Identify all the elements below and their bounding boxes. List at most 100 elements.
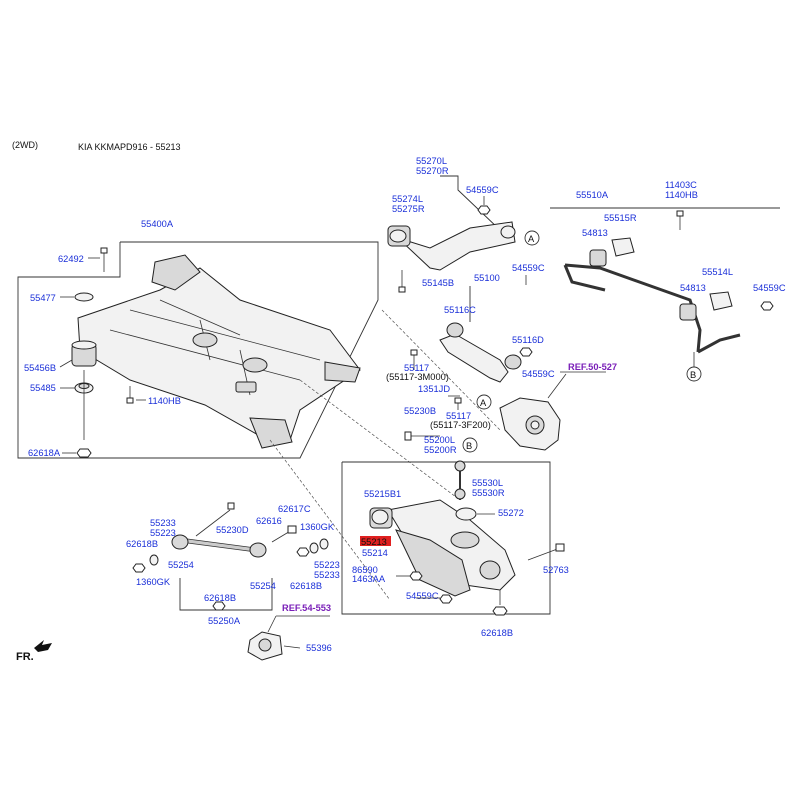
- lower-control-arm-55213[interactable]: [387, 499, 516, 597]
- label-54813-b[interactable]: 54813: [680, 283, 706, 293]
- label-55117-3M000[interactable]: (55117-3M000): [386, 372, 449, 382]
- label-55477[interactable]: 55477: [30, 293, 56, 303]
- label-55250A[interactable]: 55250A: [208, 616, 241, 626]
- trailing-arm-55270[interactable]: [387, 221, 516, 271]
- bushing-55396[interactable]: [247, 631, 301, 661]
- assist-arm-55250A[interactable]: [171, 534, 267, 558]
- label-1351JD[interactable]: 1351JD: [418, 384, 450, 394]
- label-55515R[interactable]: 55515R: [604, 213, 637, 223]
- label-11403C[interactable]: 11403C: [665, 180, 697, 190]
- nut-62618B-arm[interactable]: [492, 606, 508, 616]
- stabilizer-bushing-upper[interactable]: [589, 237, 635, 267]
- label-54559C-arm[interactable]: 54559C: [406, 591, 439, 601]
- nut-54559C[interactable]: [477, 205, 491, 215]
- label-55200L[interactable]: 55200L: [424, 435, 455, 445]
- label-54813-a[interactable]: 54813: [582, 228, 608, 238]
- label-62618B-arm[interactable]: 62618B: [481, 628, 513, 638]
- label-1360GK-left[interactable]: 1360GK: [136, 577, 171, 587]
- bolt-52763[interactable]: [527, 543, 565, 561]
- label-55117-b[interactable]: 55117: [446, 411, 471, 421]
- label-55116C[interactable]: 55116C: [444, 305, 476, 315]
- stabilizer-link-55530[interactable]: [454, 460, 466, 500]
- label-55233[interactable]: 55233: [150, 518, 176, 528]
- label-55223-right[interactable]: 55223: [314, 560, 340, 570]
- nut-86590[interactable]: [409, 571, 423, 581]
- label-54559C-lower[interactable]: 54559C: [522, 369, 555, 379]
- label-1140HB[interactable]: 1140HB: [148, 396, 181, 406]
- nut-62618B-right[interactable]: [296, 547, 310, 557]
- label-62617C[interactable]: 62617C: [278, 504, 311, 514]
- nut-62618B-mid[interactable]: [212, 601, 226, 611]
- label-54559C-upper[interactable]: 54559C: [512, 263, 545, 273]
- washer-1360GK[interactable]: [309, 542, 319, 554]
- label-62616[interactable]: 62616: [256, 516, 282, 526]
- washer-55223-right[interactable]: [319, 538, 329, 550]
- label-55117[interactable]: 55117: [404, 363, 429, 373]
- bolt-1140HB[interactable]: [126, 386, 134, 404]
- label-55270R[interactable]: 55270R: [416, 166, 449, 176]
- stabilizer-bar-55510A[interactable]: [563, 263, 741, 354]
- label-62618B-right[interactable]: 62618B: [290, 581, 322, 591]
- label-55213[interactable]: 55213: [361, 537, 387, 547]
- label-55223[interactable]: 55223: [150, 528, 176, 538]
- bolt-62617C[interactable]: [271, 525, 297, 543]
- nut-54559C-arm[interactable]: [439, 594, 453, 604]
- label-62618B-left[interactable]: 62618B: [126, 539, 158, 549]
- subframe-crossmember[interactable]: [77, 254, 361, 449]
- bolt-55117[interactable]: [410, 349, 418, 370]
- bushing-55215B1[interactable]: [369, 507, 393, 529]
- bolt-55117-3F200[interactable]: [454, 397, 462, 410]
- label-52763[interactable]: 52763: [543, 565, 569, 575]
- label-62492[interactable]: 62492: [58, 254, 84, 264]
- bolt-55230D[interactable]: [195, 502, 235, 537]
- label-54559C-top[interactable]: 54559C: [466, 185, 499, 195]
- label-55530L[interactable]: 55530L: [472, 478, 503, 488]
- label-55274L[interactable]: 55274L: [392, 194, 423, 204]
- label-55530R[interactable]: 55530R: [472, 488, 505, 498]
- label-55215B1[interactable]: 55215B1: [364, 489, 401, 499]
- label-55230B[interactable]: 55230B: [404, 406, 436, 416]
- nut-54559C-stab[interactable]: [760, 301, 774, 311]
- label-1463AA[interactable]: 1463AA: [352, 574, 386, 584]
- label-55117-3F200[interactable]: (55117-3F200): [430, 420, 491, 430]
- label-55514L[interactable]: 55514L: [702, 267, 733, 277]
- label-55254-right[interactable]: 55254: [250, 581, 276, 591]
- washer-55223[interactable]: [149, 554, 159, 566]
- label-1140HB-b[interactable]: 1140HB: [665, 190, 698, 200]
- bolt-11403C[interactable]: [676, 210, 684, 230]
- label-55456B[interactable]: 55456B: [24, 363, 56, 373]
- subframe-bushing[interactable]: [71, 340, 97, 367]
- ref-link-50-527[interactable]: REF.50-527: [568, 362, 617, 372]
- label-55400A[interactable]: 55400A: [141, 219, 174, 229]
- label-55230D[interactable]: 55230D: [216, 525, 249, 535]
- bolt-55230B[interactable]: [404, 431, 440, 441]
- nut-62618A[interactable]: [76, 448, 92, 458]
- label-86590[interactable]: 86590: [352, 565, 378, 575]
- label-55485[interactable]: 55485: [30, 383, 56, 393]
- ref-link-54-553[interactable]: REF.54-553: [282, 603, 331, 613]
- label-1360GK-right[interactable]: 1360GK: [300, 522, 335, 532]
- label-55100[interactable]: 55100: [474, 273, 500, 283]
- label-54559C-stab[interactable]: 54559C: [753, 283, 786, 293]
- nut-54559C-lower[interactable]: [519, 347, 533, 357]
- label-55254-left[interactable]: 55254: [168, 560, 194, 570]
- label-62618B-mid[interactable]: 62618B: [204, 593, 236, 603]
- label-55270L[interactable]: 55270L: [416, 156, 447, 166]
- label-55200R[interactable]: 55200R: [424, 445, 457, 455]
- bolt-55145B[interactable]: [398, 270, 406, 293]
- stabilizer-bushing-lower[interactable]: [679, 291, 733, 321]
- label-55145B[interactable]: 55145B: [422, 278, 454, 288]
- lower-arm-55100[interactable]: [439, 322, 522, 383]
- rear-knuckle[interactable]: [499, 397, 561, 451]
- spring-pad-55272[interactable]: [455, 507, 477, 521]
- label-62618A[interactable]: 62618A: [28, 448, 61, 458]
- label-55275R[interactable]: 55275R: [392, 204, 425, 214]
- label-55272[interactable]: 55272: [498, 508, 524, 518]
- nut-62618B-left[interactable]: [132, 563, 146, 573]
- label-55510A[interactable]: 55510A: [576, 190, 609, 200]
- label-55214[interactable]: 55214: [362, 548, 388, 558]
- label-55116D[interactable]: 55116D: [512, 335, 544, 345]
- label-55233-right[interactable]: 55233: [314, 570, 340, 580]
- bolt-62492[interactable]: [100, 247, 108, 272]
- label-55396[interactable]: 55396: [306, 643, 332, 653]
